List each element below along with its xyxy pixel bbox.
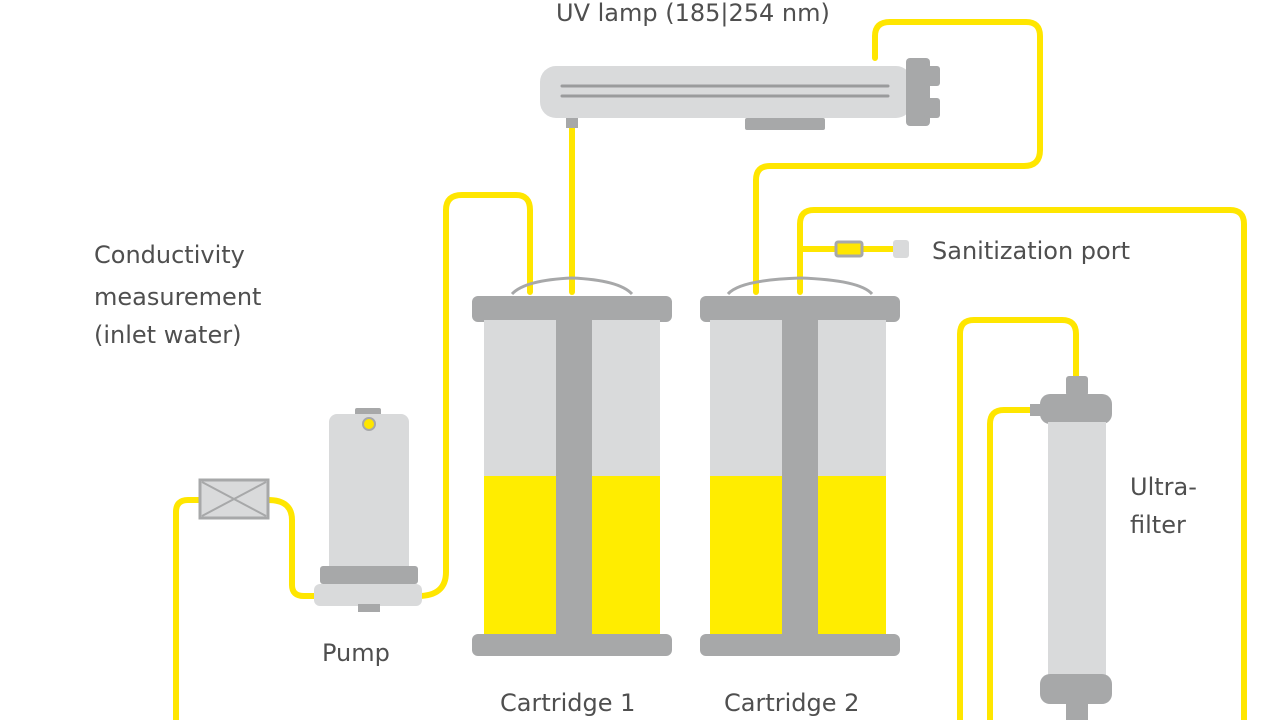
ultrafilter-side-tube — [987, 407, 1043, 720]
measurement-label: measurement — [94, 283, 262, 311]
uv-to-cartridge2-tube — [753, 19, 1043, 295]
ultrafilter-label-line1: Ultra- — [1130, 473, 1197, 501]
pump-label: Pump — [322, 639, 390, 667]
ultrafilter-label-line2: filter — [1130, 511, 1186, 539]
conductivity-label: Conductivity — [94, 241, 245, 269]
pump — [314, 408, 422, 612]
cartridge-1 — [472, 276, 672, 656]
inlet-water-label: (inlet water) — [94, 321, 242, 349]
sanitization-port — [834, 240, 909, 258]
sensor-to-pump-tube — [265, 497, 321, 599]
cartridge-2 — [700, 276, 900, 656]
sanitization-port-label: Sanitization port — [932, 237, 1130, 265]
ultrafilter — [1030, 376, 1112, 720]
uv-lamp-label: UV lamp (185|254 nm) — [556, 0, 830, 27]
tubing — [173, 19, 1247, 720]
ultrafilter-top-tube — [957, 317, 1079, 720]
cartridge2-outlet-tube — [797, 207, 1247, 720]
pump-indicator-icon — [362, 417, 376, 431]
conductivity-sensor — [198, 478, 270, 520]
inlet-tube — [173, 497, 205, 720]
cartridge-1-label: Cartridge 1 — [500, 689, 636, 717]
uv-lamp — [540, 58, 940, 130]
cartridge-2-label: Cartridge 2 — [724, 689, 860, 717]
pump-to-cartridge1-tube — [415, 192, 533, 599]
